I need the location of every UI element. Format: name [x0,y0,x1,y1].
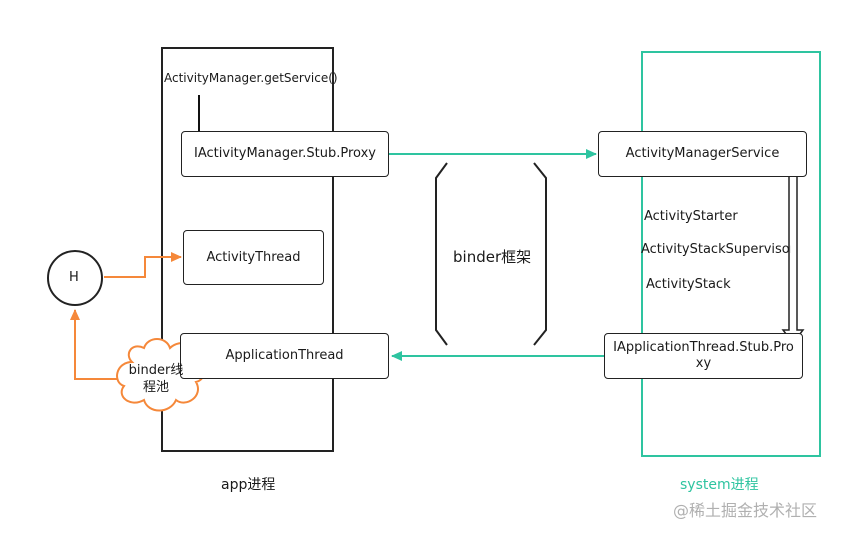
application-thread-proxy-box: IApplicationThread.Stub.Proxy [604,333,803,379]
activity-manager-proxy-box: IActivityManager.Stub.Proxy [181,131,389,177]
activity-stack-supervisor-label: ActivityStackSupervisor [641,242,791,257]
handler-to-activity-thread-arrow [104,252,182,278]
system-process-frame [641,51,821,457]
watermark: @稀土掘金技术社区 [673,501,818,520]
binder-right-bracket [533,162,547,346]
get-service-call-label: ActivityManager.getService() [164,71,338,85]
thread-pool-label: binder线程池 [128,363,184,395]
activity-manager-service-box: ActivityManagerService [598,131,807,177]
activity-stack-label: ActivityStack [646,277,731,292]
activity-thread-box: ActivityThread [183,230,324,285]
application-thread-box: ApplicationThread [180,333,389,379]
app-process-frame [161,47,334,452]
thread-pool-to-handler-arrow [70,309,128,380]
binder-left-bracket [435,162,448,346]
activity-starter-label: ActivityStarter [644,209,738,224]
handler-circle [47,250,103,306]
handler-label: H [69,270,79,285]
system-process-caption: system进程 [680,477,759,493]
binder-framework-label: binder框架 [453,248,532,266]
application-thread-proxy-label: IApplicationThread.Stub.Proxy [613,340,794,371]
app-process-caption: app进程 [221,477,276,493]
